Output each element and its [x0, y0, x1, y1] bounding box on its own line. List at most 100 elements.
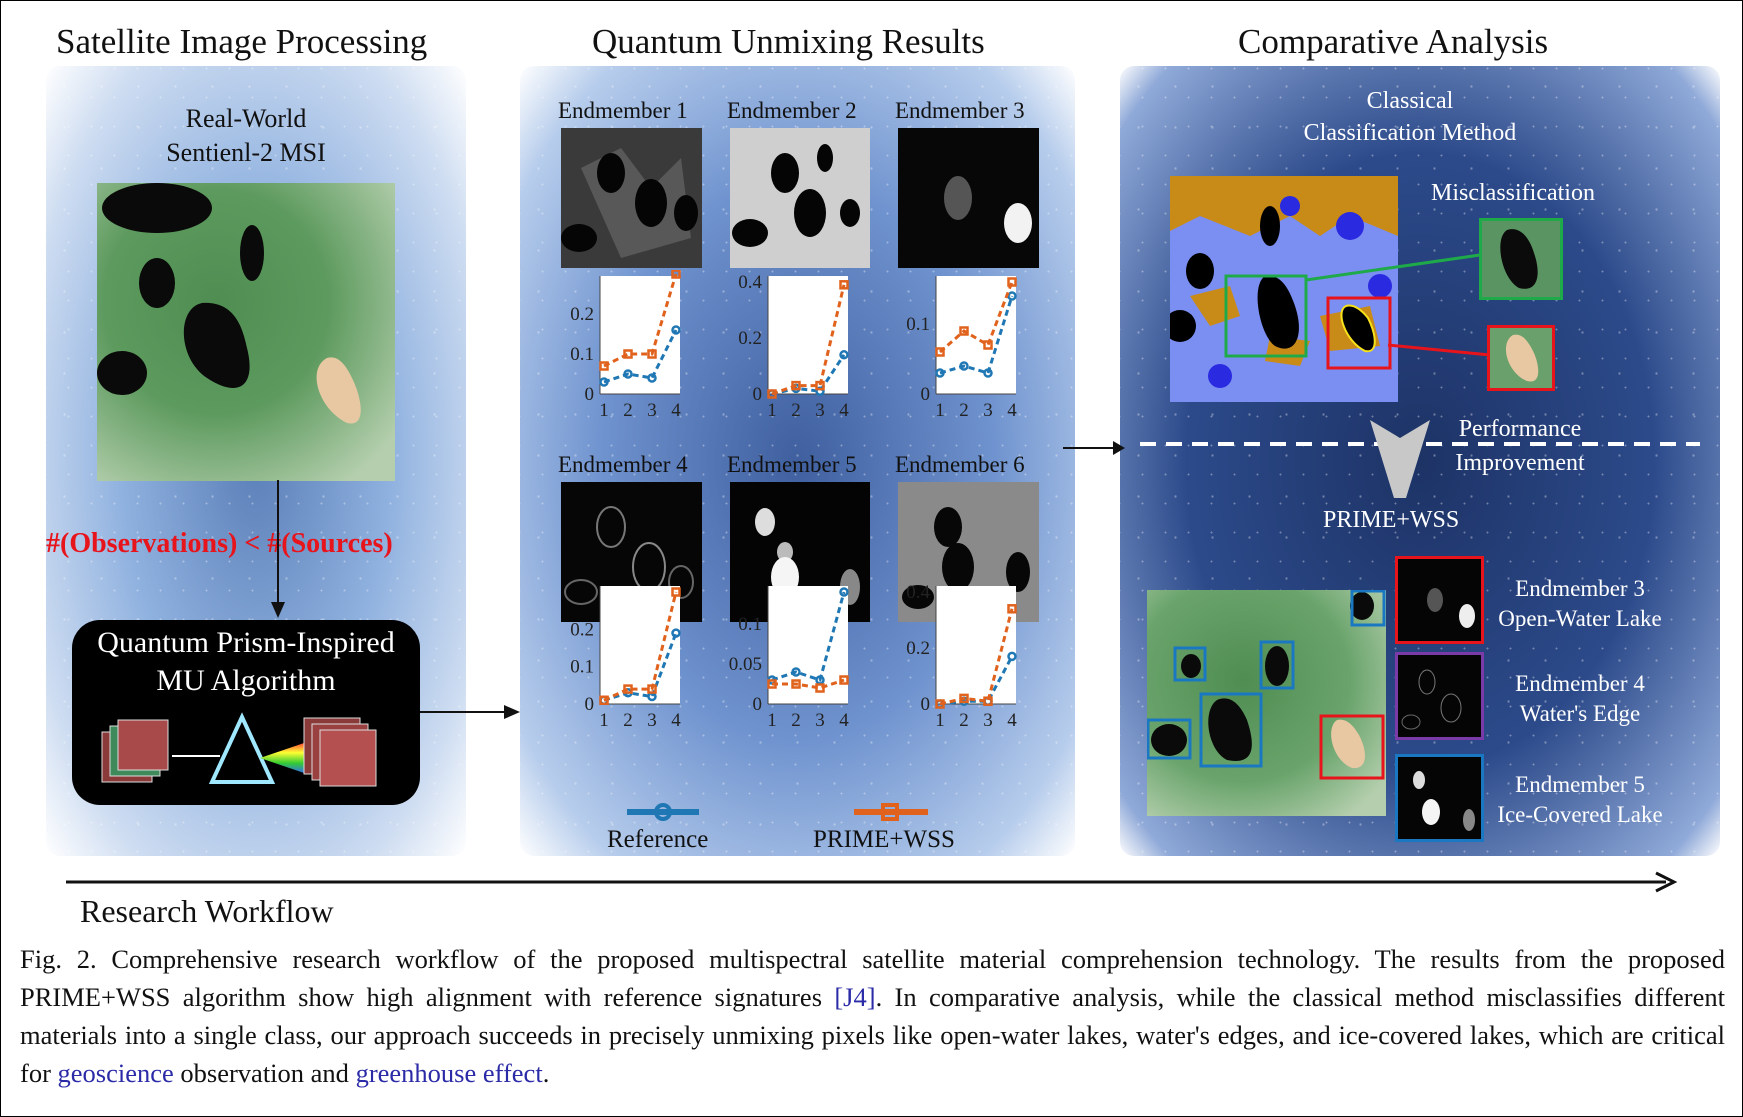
plot-5-prime-point-0 — [767, 679, 777, 689]
classical-title-line1: Classical — [1366, 88, 1454, 114]
workflow-label: Research Workflow — [80, 893, 334, 929]
plot-6-xtick-2: 3 — [983, 710, 993, 731]
plot-6-prime-point-2 — [983, 696, 993, 706]
endmember-5-title: Endmember 5 — [727, 452, 857, 477]
plot-6-ytick-0: 0 — [921, 694, 931, 715]
plot-1-reference-point-3 — [671, 325, 681, 335]
plot-3-area — [936, 276, 1016, 394]
plot-3-prime-point-0 — [935, 347, 945, 357]
plot-1-prime-point-0 — [599, 361, 609, 371]
plot-6-series-prime — [939, 608, 1014, 706]
plot-4-reference-point-3 — [671, 628, 681, 638]
endmember-1-image — [561, 128, 702, 268]
misclassification-connectors — [1305, 253, 1490, 357]
plot-6-prime-point-3 — [1007, 604, 1017, 614]
plot-6-xtick-1: 2 — [959, 710, 969, 731]
plot-5-xtick-0: 1 — [767, 710, 777, 731]
plot-4-prime-point-2 — [647, 684, 657, 694]
plot-4-prime-point-0 — [599, 695, 609, 706]
plot-5-prime-point-2 — [815, 683, 825, 693]
plot-2-reference-point-2 — [815, 386, 825, 396]
plot-2-xtick-3: 4 — [839, 400, 849, 421]
caption-part3: observation and — [173, 1058, 356, 1088]
legend-prime-label: PRIME+WSS — [813, 826, 955, 853]
endmember-4-thumb — [1395, 652, 1484, 740]
em3-label-line1: Endmember 3 — [1515, 576, 1645, 601]
misclassified-crop-green — [1479, 218, 1563, 300]
plot-5-series-prime — [772, 678, 845, 690]
plot-3-xtick-0: 1 — [935, 400, 945, 421]
caption-part2: . In comparative analysis, while the cla… — [20, 982, 1726, 1088]
em5-label-line2: Ice-Covered Lake — [1497, 802, 1663, 827]
plot-4-xtick-0: 1 — [599, 710, 609, 731]
em3-label-line2: Open-Water Lake — [1498, 606, 1662, 631]
plot-5-reference-point-1 — [791, 667, 801, 677]
performance-line1: Performance — [1458, 416, 1582, 442]
endmember-6-title: Endmember 6 — [895, 452, 1025, 477]
plot-4-ytick-0: 0 — [585, 694, 595, 715]
plot-2-prime-point-0 — [767, 389, 777, 399]
arrow-to-analysis — [1063, 441, 1125, 455]
plot-1-reference-point-0 — [599, 377, 609, 387]
plot-1-xtick-2: 3 — [647, 400, 657, 421]
algorithm-title-line2: MU Algorithm — [156, 664, 336, 697]
plot-2-ytick-2: 0.4 — [738, 272, 762, 293]
caption-geoscience-link[interactable]: geoscience — [57, 1058, 174, 1088]
legend-reference-label: Reference — [607, 826, 709, 853]
plot-3-prime-point-1 — [959, 326, 969, 336]
plot-2-xtick-0: 1 — [767, 400, 777, 421]
plot-2-series-prime — [771, 284, 846, 396]
improvement-arrow — [1370, 420, 1430, 498]
plot-1-reference-point-2 — [647, 373, 657, 383]
plot-5-ytick-2: 0.1 — [738, 614, 762, 635]
plot-2-area — [768, 276, 848, 394]
plot-1-xtick-0: 1 — [599, 400, 609, 421]
caption-ref-link[interactable]: [J4] — [834, 982, 876, 1012]
plot-4-area — [600, 586, 680, 704]
plot-4-xtick-1: 2 — [623, 710, 633, 731]
plot-3-xtick-1: 2 — [959, 400, 969, 421]
plot-1-xtick-1: 2 — [623, 400, 633, 421]
plot-5-ytick-0: 0 — [753, 694, 763, 715]
sentinel-image — [97, 183, 395, 481]
plot-1-ytick-2: 0.2 — [570, 304, 594, 325]
plot-3-reference-point-1 — [959, 361, 969, 371]
plot-6-ytick-1: 0.2 — [906, 638, 930, 659]
plot-1-reference-point-1 — [623, 369, 633, 379]
legend-prime-marker — [854, 803, 928, 821]
endmember-2-image — [730, 128, 870, 268]
plot-4-xtick-2: 3 — [647, 710, 657, 731]
plot-6-prime-point-0 — [935, 699, 945, 709]
plot-6-xtick-3: 4 — [1007, 710, 1017, 731]
plot-2-xtick-1: 2 — [791, 400, 801, 421]
plot-3-xtick-3: 4 — [1007, 400, 1017, 421]
plot-4-xtick-3: 4 — [671, 710, 681, 731]
endmember-3-thumb — [1395, 556, 1484, 644]
plot-5-reference-point-3 — [839, 587, 849, 597]
classification-map — [1170, 176, 1398, 402]
plot-2-prime-point-3 — [839, 280, 849, 290]
workflow-arrow — [66, 871, 1678, 893]
em4-label-line1: Endmember 4 — [1515, 671, 1645, 696]
plot-4-prime-point-3 — [671, 587, 681, 597]
figure-caption: Fig. 2. Comprehensive research workflow … — [20, 940, 1725, 1092]
endmember-1-title: Endmember 1 — [558, 98, 688, 123]
misclassified-crop-red — [1487, 325, 1555, 391]
misclassification-label: Misclassification — [1431, 180, 1595, 206]
prism-icon — [101, 712, 377, 787]
plot-5-series-reference — [771, 591, 846, 682]
plot-1-prime-point-2 — [647, 349, 657, 359]
plot-1-series-reference — [603, 329, 678, 384]
algorithm-title-line1: Quantum Prism-Inspired — [97, 626, 395, 659]
legend-reference-marker — [627, 803, 699, 821]
plot-1-ytick-0: 0 — [585, 384, 595, 405]
algorithm-box: Quantum Prism-Inspired MU Algorithm — [72, 620, 420, 805]
em5-label-line1: Endmember 5 — [1515, 772, 1645, 797]
caption-greenhouse-link[interactable]: greenhouse effect — [355, 1058, 543, 1088]
plot-1-prime-point-3 — [671, 270, 681, 279]
header-comparative-analysis: Comparative Analysis — [1238, 22, 1549, 61]
plot-5-ytick-1: 0.05 — [729, 654, 762, 675]
plot-2-prime-point-1 — [791, 380, 801, 391]
plot-1-series-prime — [603, 273, 678, 368]
